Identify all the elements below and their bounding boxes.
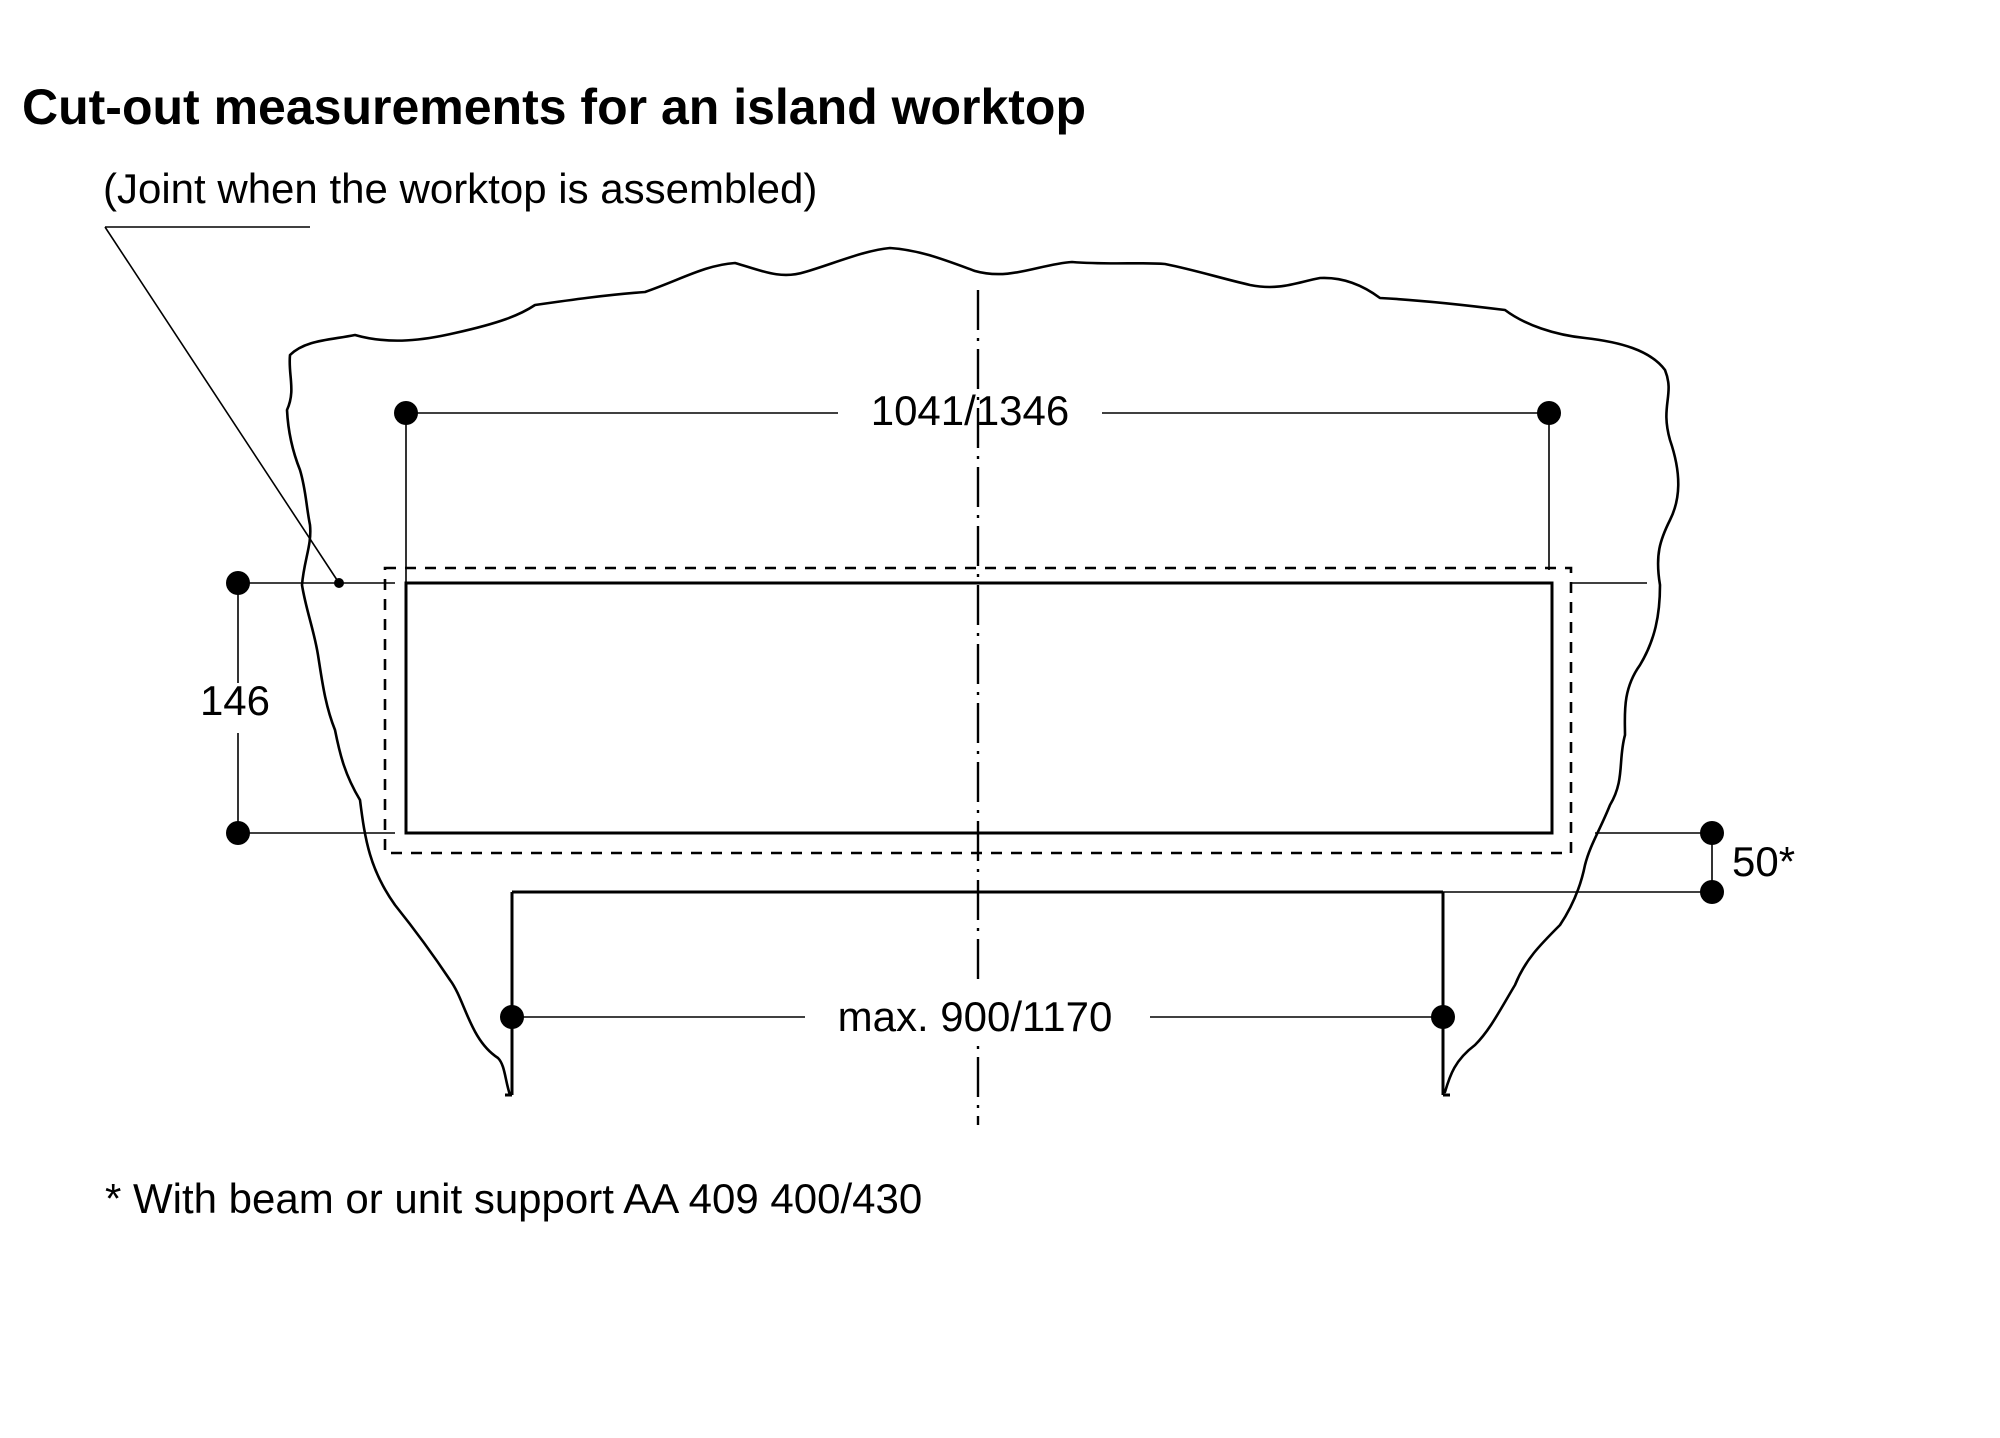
support-width-dot-left [500,1005,524,1029]
footnote: * With beam or unit support AA 409 400/4… [105,1175,922,1222]
support-width-label-bg [810,985,1145,1040]
joint-note: (Joint when the worktop is assembled) [103,165,817,212]
beam-offset-label: 50* [1732,838,1795,885]
support-width-label: max. 900/1170 [838,993,1113,1040]
beam-offset-dot-bottom [1700,880,1724,904]
beam-offset-dot-top [1700,821,1724,845]
worktop-outline [285,246,1680,1097]
cutout-width-dot-right [1537,401,1561,425]
cutout-width-dot-left [394,401,418,425]
cutout-depth-label: 146 [200,677,270,724]
page-title: Cut-out measurements for an island workt… [22,79,1087,135]
cutout-depth-label-bg [190,683,280,733]
cutout-depth-dot-top [226,571,250,595]
cutout-width-label: 1041/1346 [871,387,1070,434]
support-width-dot-right [1431,1005,1455,1029]
cutout-depth-dot-bottom [226,821,250,845]
joint-note-leader [104,226,340,584]
